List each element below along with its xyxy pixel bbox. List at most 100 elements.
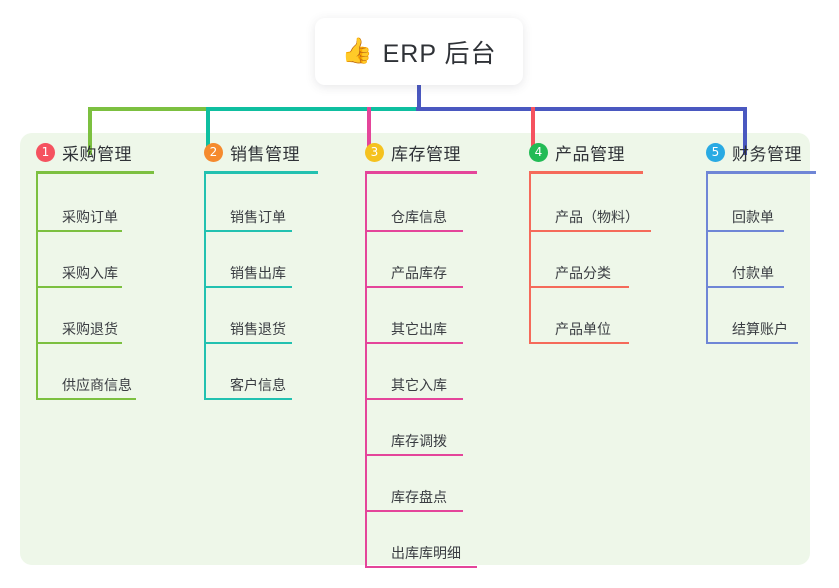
list-item[interactable]: 回款单 [706, 176, 839, 232]
column-badge-5: 5 [706, 142, 725, 162]
column-purchasing: 1 采购管理 采购订单 采购入库 采购退货 供应商信息 [28, 133, 178, 400]
drop-connector-5 [743, 107, 747, 155]
column-finance: 5 财务管理 回款单 付款单 结算账户 [698, 133, 839, 344]
list-item[interactable]: 仓库信息 [365, 176, 517, 232]
column-header[interactable]: 5 财务管理 [698, 133, 839, 171]
column-title: 采购管理 [62, 144, 132, 164]
list-item[interactable]: 产品分类 [529, 232, 691, 288]
column-header[interactable]: 4 产品管理 [521, 133, 691, 171]
item-label: 其它出库 [391, 321, 447, 337]
list-item[interactable]: 采购退货 [36, 288, 178, 344]
list-item[interactable]: 结算账户 [706, 288, 839, 344]
list-item[interactable]: 销售出库 [204, 232, 346, 288]
item-label: 产品库存 [391, 265, 447, 281]
item-underline [365, 230, 463, 232]
list-item[interactable]: 产品（物料） [529, 176, 691, 232]
item-label: 产品（物料） [555, 209, 639, 225]
column-header[interactable]: 1 采购管理 [28, 133, 178, 171]
item-label: 客户信息 [230, 377, 286, 393]
item-underline [204, 230, 292, 232]
item-underline [36, 230, 122, 232]
drop-connector-2 [206, 107, 210, 155]
list-item[interactable]: 客户信息 [204, 344, 346, 400]
item-label: 销售退货 [230, 321, 286, 337]
item-underline [529, 230, 651, 232]
page-title: ERP 后台 [382, 39, 497, 68]
item-underline [529, 286, 629, 288]
item-label: 结算账户 [732, 321, 788, 337]
item-label: 回款单 [732, 209, 774, 225]
root-node-erp-backend[interactable]: 👍 ERP 后台 [315, 18, 523, 85]
list-item[interactable]: 销售退货 [204, 288, 346, 344]
item-underline [36, 286, 122, 288]
drop-connector-1 [88, 107, 92, 155]
trunk-segment-teal [206, 107, 418, 111]
item-underline [204, 286, 292, 288]
item-underline [365, 454, 463, 456]
item-label: 产品分类 [555, 265, 611, 281]
item-label: 产品单位 [555, 321, 611, 337]
column-spine [529, 174, 531, 342]
column-title: 库存管理 [391, 144, 461, 164]
list-item[interactable]: 其它出库 [365, 288, 517, 344]
column-spine [706, 174, 708, 342]
item-label: 库存盘点 [391, 489, 447, 505]
item-label: 仓库信息 [391, 209, 447, 225]
column-badge-3: 3 [365, 142, 384, 162]
column-items: 仓库信息 产品库存 其它出库 其它入库 库存调拨 库存盘点 出库库明细 [365, 174, 517, 568]
column-items: 回款单 付款单 结算账户 [706, 174, 839, 344]
column-badge-1: 1 [36, 142, 55, 162]
item-underline [365, 398, 463, 400]
item-underline [204, 342, 292, 344]
item-label: 库存调拨 [391, 433, 447, 449]
column-spine [365, 174, 367, 566]
item-label: 出库库明细 [391, 545, 461, 561]
column-title: 财务管理 [732, 144, 802, 164]
column-underline [706, 171, 816, 174]
root-stem-connector [417, 85, 421, 109]
list-item[interactable]: 付款单 [706, 232, 839, 288]
item-label: 付款单 [732, 265, 774, 281]
item-underline [365, 286, 463, 288]
column-items: 采购订单 采购入库 采购退货 供应商信息 [36, 174, 178, 400]
item-underline [706, 230, 784, 232]
list-item[interactable]: 其它入库 [365, 344, 517, 400]
column-underline [36, 171, 154, 174]
column-product: 4 产品管理 产品（物料） 产品分类 产品单位 [521, 133, 691, 344]
list-item[interactable]: 库存调拨 [365, 400, 517, 456]
list-item[interactable]: 产品库存 [365, 232, 517, 288]
column-inventory: 3 库存管理 仓库信息 产品库存 其它出库 其它入库 库存调拨 库存盘点 [357, 133, 517, 568]
item-underline [365, 510, 463, 512]
list-item[interactable]: 供应商信息 [36, 344, 178, 400]
drop-connector-3 [367, 107, 371, 155]
column-items: 销售订单 销售出库 销售退货 客户信息 [204, 174, 346, 400]
list-item[interactable]: 库存盘点 [365, 456, 517, 512]
list-item[interactable]: 采购订单 [36, 176, 178, 232]
column-header[interactable]: 3 库存管理 [357, 133, 517, 171]
list-item[interactable]: 出库库明细 [365, 512, 517, 568]
list-item[interactable]: 销售订单 [204, 176, 346, 232]
item-label: 采购入库 [62, 265, 118, 281]
column-header[interactable]: 2 销售管理 [196, 133, 346, 171]
column-underline [365, 171, 477, 174]
list-item[interactable]: 产品单位 [529, 288, 691, 344]
trunk-segment-blue [416, 107, 747, 111]
item-label: 其它入库 [391, 377, 447, 393]
item-underline [204, 398, 292, 400]
item-underline [36, 398, 136, 400]
column-underline [204, 171, 318, 174]
column-badge-2: 2 [204, 142, 223, 162]
column-items: 产品（物料） 产品分类 产品单位 [529, 174, 691, 344]
item-label: 供应商信息 [62, 377, 132, 393]
list-item[interactable]: 采购入库 [36, 232, 178, 288]
column-title: 产品管理 [555, 144, 625, 164]
item-underline [529, 342, 629, 344]
item-label: 销售订单 [230, 209, 286, 225]
trunk-segment-green [88, 107, 208, 111]
item-underline [365, 566, 477, 568]
item-underline [365, 342, 463, 344]
column-title: 销售管理 [230, 144, 300, 164]
item-label: 销售出库 [230, 265, 286, 281]
drop-connector-4 [531, 107, 535, 155]
item-label: 采购订单 [62, 209, 118, 225]
